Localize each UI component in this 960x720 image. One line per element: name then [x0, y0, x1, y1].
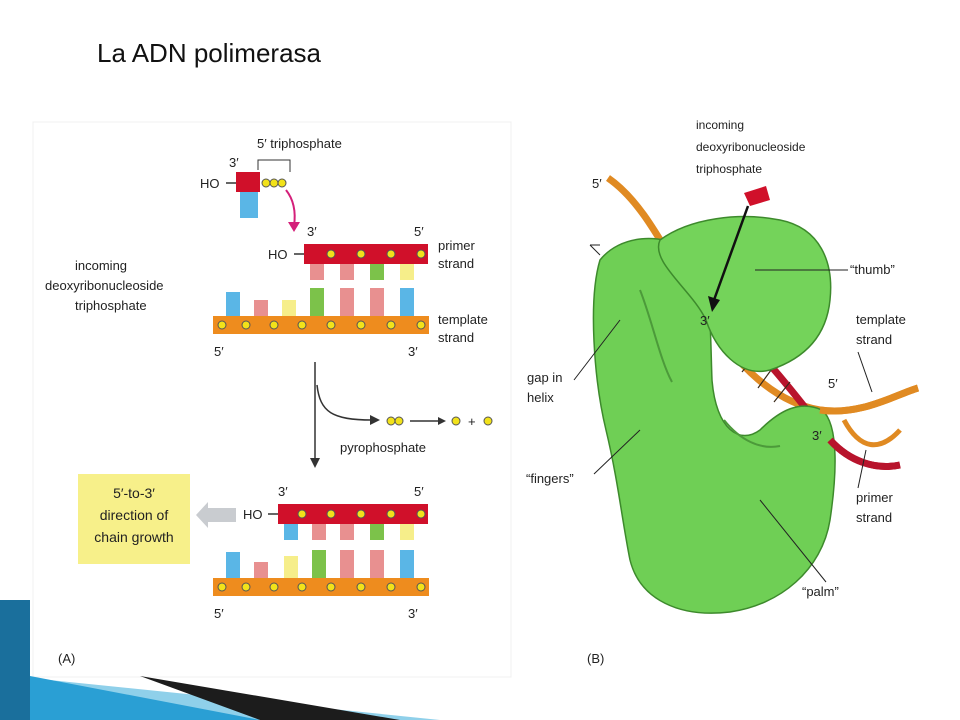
pyrophosphate-arrowhead [438, 417, 446, 425]
label-bottom-ho: HO [243, 507, 263, 522]
direction-line-3: chain growth [94, 529, 173, 545]
label-b-primer-2: strand [856, 510, 892, 525]
label-b-5prime-top: 5′ [592, 176, 602, 191]
reaction-arrowhead [310, 458, 320, 468]
protein-thumb [657, 215, 832, 373]
label-b-3prime-inner: 3′ [700, 313, 710, 328]
direction-line-2: direction of [100, 507, 169, 523]
dna-helix-turn [841, 418, 902, 448]
label-incoming-3: triphosphate [75, 298, 147, 313]
slide-title: La ADN polimerasa [97, 38, 321, 68]
label-mid-bottom-5prime: 5′ [214, 344, 224, 359]
label-incoming-1: incoming [75, 258, 127, 273]
label-mid-bottom-3prime: 3′ [408, 344, 418, 359]
incoming-arrowhead-b [708, 296, 720, 312]
label-b-template-1: template [856, 312, 906, 327]
protein-cleft [723, 419, 781, 448]
label-b-primer-1: primer [856, 490, 894, 505]
label-primer-strand-2: strand [438, 256, 474, 271]
direction-box [78, 474, 190, 564]
label-gap-2: helix [527, 390, 554, 405]
dna-template-strand-front [819, 384, 920, 415]
label-gap-1: gap in [527, 370, 562, 385]
direction-line-1: 5′-to-3′ [113, 485, 155, 501]
label-b-3prime-right: 3′ [812, 428, 822, 443]
incoming-nucleotide-b [744, 186, 770, 206]
label-b-incoming-3: triphosphate [696, 162, 762, 176]
pyrophosphate-molecules [386, 416, 493, 426]
panel-b-letter: (B) [587, 651, 604, 666]
label-mid-5prime: 5′ [414, 224, 424, 239]
label-triphosphate: 5′ triphosphate [257, 136, 342, 151]
label-mid-3prime: 3′ [307, 224, 317, 239]
panel-b-leader-lines [573, 244, 873, 583]
slide-corner-bar [0, 600, 30, 720]
label-bottom-5prime: 5′ [414, 484, 424, 499]
label-b-template-2: strand [856, 332, 892, 347]
label-primer-strand-1: primer [438, 238, 476, 253]
label-incoming-2: deoxyribonucleoside [45, 278, 164, 293]
incoming-nucleotide-top [226, 159, 291, 218]
label-top-ho: HO [200, 176, 220, 191]
magenta-arrowhead [288, 222, 300, 232]
pyrophosphate-branch [316, 384, 373, 421]
label-b-5prime-right: 5′ [828, 376, 838, 391]
label-template-strand-1: template [438, 312, 488, 327]
bottom-duplex [213, 504, 429, 596]
label-palm: “palm” [802, 584, 839, 599]
direction-arrow [196, 502, 236, 528]
label-template-strand-2: strand [438, 330, 474, 345]
middle-duplex [213, 244, 429, 334]
label-mid-ho: HO [268, 247, 288, 262]
incoming-arrow-b [712, 205, 750, 301]
panel-a-letter: (A) [58, 651, 75, 666]
pyrophosphate-branch-head [370, 415, 380, 425]
label-thumb: “thumb” [850, 262, 895, 277]
label-plus: + [468, 414, 476, 429]
slide-corner-blue [30, 676, 260, 720]
label-bottom-3prime: 3′ [278, 484, 288, 499]
label-pyrophosphate: pyrophosphate [340, 440, 426, 455]
label-bottom-bottom-5prime: 5′ [214, 606, 224, 621]
label-top-3prime: 3′ [229, 155, 239, 170]
label-b-incoming-2: deoxyribonucleoside [696, 140, 806, 154]
protein-groove [639, 289, 673, 383]
label-bottom-bottom-3prime: 3′ [408, 606, 418, 621]
label-b-incoming-1: incoming [696, 118, 744, 132]
label-fingers: “fingers” [526, 471, 574, 486]
slide-corner-dark [140, 676, 400, 720]
